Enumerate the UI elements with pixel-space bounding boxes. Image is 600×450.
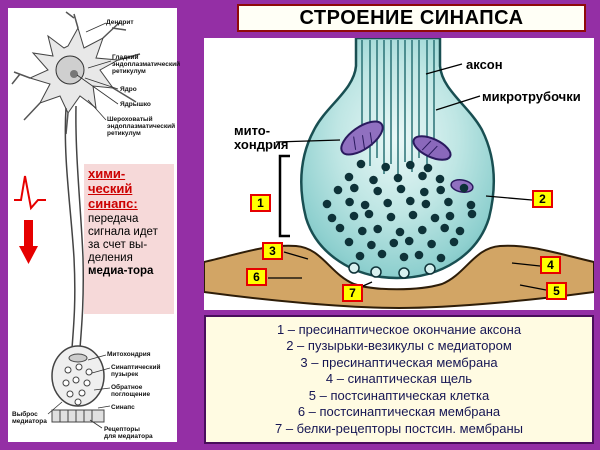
terminal-vesicles bbox=[62, 363, 93, 406]
marker-4: 4 bbox=[540, 256, 561, 274]
pointer-lines bbox=[268, 63, 547, 291]
legend-item: 1 – пресинаптическое окончание аксона bbox=[276, 321, 522, 337]
marker-2: 2 bbox=[532, 190, 553, 208]
legend-item: 2 – пузырьки-везикулы с медиатором bbox=[286, 338, 512, 354]
fusing-vesicles bbox=[348, 262, 436, 279]
label-nucleus: Ядро bbox=[120, 86, 137, 93]
marker-6: 6 bbox=[246, 268, 267, 286]
signal-direction-arrow bbox=[19, 220, 38, 264]
microtubules bbox=[361, 40, 435, 176]
axon-terminal bbox=[51, 345, 105, 407]
vesicles bbox=[322, 159, 477, 263]
label-synapse: Синапс bbox=[111, 404, 135, 411]
nucleolus bbox=[70, 70, 78, 78]
synapse-diagram-panel: аксон микротрубочки мито- хондрия 1 2 3 … bbox=[203, 36, 595, 310]
terminal-bracket bbox=[278, 154, 290, 238]
legend-item: 7 – белки-рецепторы постсин. мембраны bbox=[274, 420, 524, 436]
legend-item: 3 – пресинаптическая мембрана bbox=[300, 354, 498, 370]
legend-item: 5 – постсинаптическая клетка bbox=[308, 387, 490, 403]
label-mediator-receptors: Рецепторы для медиатора bbox=[104, 426, 153, 440]
label-reuptake: Обратное поглощение bbox=[111, 384, 151, 398]
nucleus bbox=[55, 55, 85, 85]
label-mediator-release: Выброс медиатора bbox=[12, 411, 47, 425]
terminal-mitochondrion bbox=[68, 353, 88, 363]
axon-fibers bbox=[64, 105, 85, 349]
note-heading: хими- ческий синапс: bbox=[88, 166, 138, 211]
legend-item: 6 – постсинаптическая мембрана bbox=[297, 404, 501, 420]
synapse-illustration bbox=[203, 36, 595, 310]
label-smooth-er: Гладкий эндоплазматический ретикулум bbox=[112, 54, 181, 75]
label-synaptic-vesicle: Синаптический пузырек bbox=[111, 364, 161, 378]
label-mitochondria: мито- хондрия bbox=[234, 123, 289, 152]
legend-item: 4 – синаптическая щель bbox=[325, 371, 473, 387]
marker-7: 7 bbox=[342, 284, 363, 302]
postsynaptic-cell bbox=[203, 244, 595, 310]
note-emphasis: медиа-тора bbox=[88, 265, 154, 277]
chemical-synapse-note: хими- ческий синапс: передача сигнала ид… bbox=[84, 164, 174, 314]
receptor-base bbox=[51, 409, 105, 423]
action-potential-spike bbox=[14, 175, 46, 211]
neuron-diagram-panel: Дендрит Гладкий эндоплазматический ретик… bbox=[8, 8, 181, 442]
marker-5: 5 bbox=[546, 282, 567, 300]
label-microtubules: микротрубочки bbox=[482, 89, 581, 104]
page-title: СТРОЕНИЕ СИНАПСА bbox=[237, 4, 586, 32]
note-body: передача сигнала идет за счет вы-деления bbox=[88, 213, 158, 264]
label-nucleolus: Ядрышко bbox=[120, 101, 151, 108]
marker-3: 3 bbox=[262, 242, 283, 260]
receptor-teeth bbox=[59, 410, 93, 422]
label-axon: аксон bbox=[466, 57, 503, 72]
label-rough-er: Шероховатый эндоплазматический ретикулум bbox=[107, 116, 176, 137]
neuron-illustration bbox=[11, 11, 141, 429]
marker-1: 1 bbox=[250, 194, 271, 212]
label-dendrite: Дендрит bbox=[106, 19, 134, 26]
legend: 1 – пресинаптическое окончание аксона 2 … bbox=[204, 315, 594, 444]
dendrites bbox=[11, 11, 141, 135]
label-mitochondria: Митохондрия bbox=[107, 351, 151, 358]
label-pointer-lines bbox=[47, 22, 119, 429]
